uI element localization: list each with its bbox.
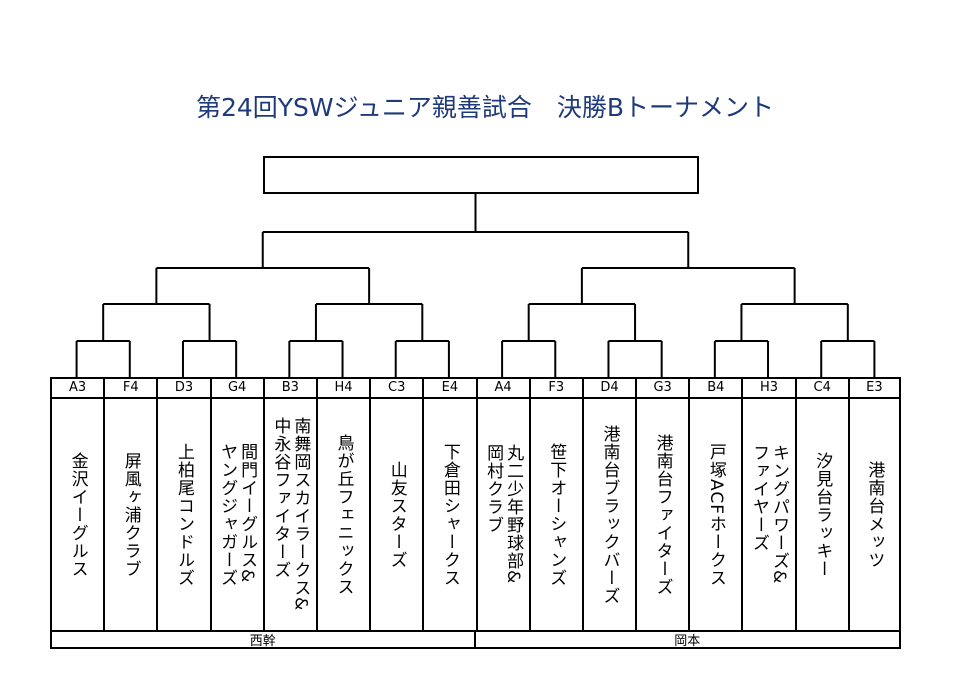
team-code: A3: [52, 379, 104, 399]
team-code: H3: [743, 379, 795, 399]
team-code: G4: [211, 379, 263, 399]
team-name: 港南台メッツ: [864, 460, 885, 569]
team-name-cell: 屏風ヶ浦クラブ: [105, 399, 156, 630]
team-name: 笹下オーシャンズ: [546, 442, 567, 587]
team-slot: D4 港南台ブラックバーズ: [581, 377, 636, 630]
team-slot: B4 戸塚ACFホークス: [688, 377, 742, 630]
team-slot: C3 山友スターズ: [369, 377, 423, 630]
team-name: 上柏尾コンドルズ: [173, 442, 194, 587]
team-name-cell: 間門イーグルス& ヤングジャガーズ: [212, 399, 263, 630]
team-name: 山友スターズ: [386, 460, 407, 569]
team-name-cell: キングパワーズ& ファイヤーズ: [743, 399, 794, 630]
team-code: D4: [583, 379, 636, 399]
team-name-cell: 南舞岡スカイラークス& 中永谷ファイターズ: [265, 399, 316, 630]
team-slot: A3 金沢イーグルス: [50, 377, 104, 630]
venue-label: 西幹: [50, 630, 476, 649]
team-name: 下倉田シャークス: [439, 442, 460, 587]
team-name-cell: 港南台ブラックバーズ: [584, 399, 635, 630]
team-name: 戸塚ACFホークス: [705, 442, 726, 587]
team-slot: E4 下倉田シャークス: [422, 377, 476, 630]
team-name-cell: 港南台ファイターズ: [637, 399, 688, 630]
team-slot: B3 南舞岡スカイラークス& 中永谷ファイターズ: [262, 377, 316, 630]
team-slot: C4 汐見台ラッキー: [794, 377, 848, 630]
team-name-cell: 汐見台ラッキー: [797, 399, 848, 630]
page-title: 第24回YSWジュニア親善試合 決勝Bトーナメント: [195, 93, 775, 122]
team-name: 港南台ファイターズ: [652, 433, 673, 596]
team-code: A4: [477, 379, 529, 399]
team-code: F4: [105, 379, 157, 399]
team-name-cell: 港南台メッツ: [850, 399, 899, 630]
team-name-cell: 下倉田シャークス: [424, 399, 475, 630]
team-slot: E3 港南台メッツ: [847, 377, 901, 630]
team-name: 屏風ヶ浦クラブ: [120, 451, 141, 578]
team-code: E4: [424, 379, 476, 399]
venue-label: 岡本: [475, 630, 901, 649]
team-code: C4: [796, 379, 848, 399]
venue-row: 西幹岡本: [50, 630, 901, 649]
team-name-cell: 鳥が丘フェニックス: [318, 399, 369, 630]
team-name-cell: 金沢イーグルス: [52, 399, 103, 630]
team-name-cell: 笹下オーシャンズ: [531, 399, 582, 630]
team-name: キングパワーズ& ファイヤーズ: [749, 444, 790, 585]
champion-box: [263, 156, 699, 194]
team-code: B3: [264, 379, 316, 399]
team-slot: D3 上柏尾コンドルズ: [156, 377, 210, 630]
team-name: 南舞岡スカイラークス& 中永谷ファイターズ: [270, 417, 311, 612]
team-code: E3: [849, 379, 899, 399]
team-slot: F4 屏風ヶ浦クラブ: [103, 377, 157, 630]
team-name: 汐見台ラッキー: [812, 451, 833, 578]
team-name-cell: 戸塚ACFホークス: [690, 399, 741, 630]
team-name: 港南台ブラックバーズ: [599, 424, 620, 605]
team-slot: G4 間門イーグルス& ヤングジャガーズ: [209, 377, 263, 630]
team-slot: A4 丸二少年野球部& 岡村クラブ: [475, 377, 529, 630]
team-code: F3: [530, 379, 582, 399]
team-name-cell: 丸二少年野球部& 岡村クラブ: [478, 399, 529, 630]
team-slot: G3 港南台ファイターズ: [635, 377, 689, 630]
team-row: A3 金沢イーグルス F4 屏風ヶ浦クラブ D3 上柏尾コンドルズ G4 間門イーグルス& ヤ…: [50, 377, 901, 630]
team-slot: H4 鳥が丘フェニックス: [315, 377, 370, 630]
team-name: 金沢イーグルス: [67, 451, 88, 578]
team-slot: F3 笹下オーシャンズ: [528, 377, 582, 630]
team-name: 丸二少年野球部& 岡村クラブ: [483, 444, 524, 585]
team-code: C3: [371, 379, 423, 399]
team-name: 鳥が丘フェニックス: [333, 433, 354, 596]
team-code: B4: [690, 379, 742, 399]
team-name-cell: 山友スターズ: [371, 399, 422, 630]
team-code: G3: [637, 379, 689, 399]
team-name-cell: 上柏尾コンドルズ: [158, 399, 209, 630]
team-slot: H3 キングパワーズ& ファイヤーズ: [741, 377, 795, 630]
team-code: D3: [158, 379, 210, 399]
team-code: H4: [317, 379, 370, 399]
team-name: 間門イーグルス& ヤングジャガーズ: [217, 442, 258, 587]
